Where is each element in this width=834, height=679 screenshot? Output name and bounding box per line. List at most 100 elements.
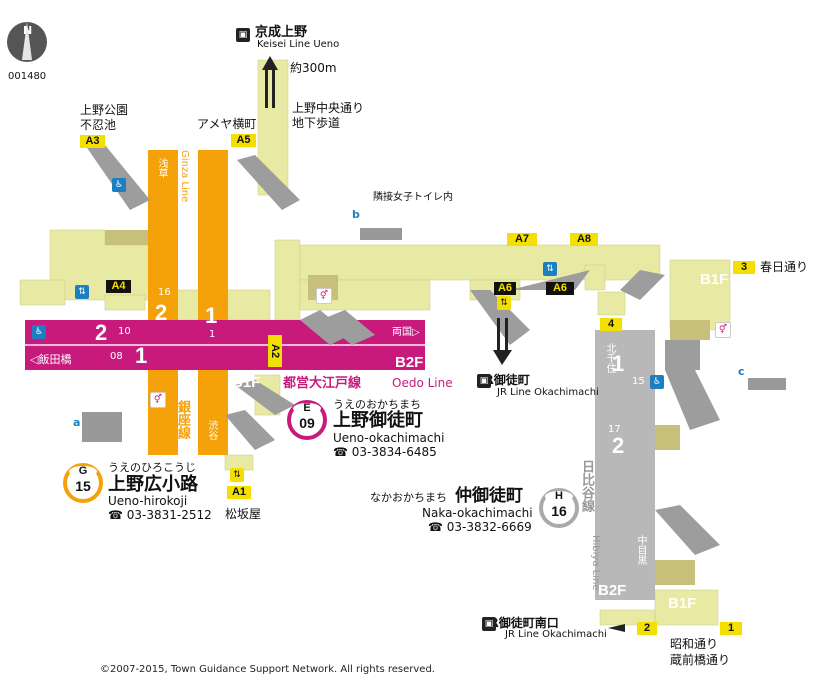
park-label-1: 上野公園 <box>80 103 129 117</box>
park-label-2: 不忍池 <box>80 118 117 132</box>
ueno-okachimachi-kana: うえのおかちまち <box>333 398 421 411</box>
hibiya-platform-1-num: 1 <box>612 351 625 376</box>
ueno-hirokoji-kana: うえのひろこうじ <box>108 461 196 474</box>
ginza-line-jp: 銀座線 <box>175 400 190 439</box>
floor-b1f-d: B1F <box>668 595 697 612</box>
exit-a2[interactable]: A2 <box>268 335 282 367</box>
naka-okachimachi-roman: Naka-okachimachi <box>422 506 533 520</box>
shibuya-label: 渋谷 <box>206 420 217 440</box>
hibiya-line-jp: 日比谷線 <box>579 460 594 512</box>
station-code-num-h: 16 <box>551 503 567 519</box>
oedo-platform-1-num: 1 <box>135 343 148 368</box>
station-code-num-e: 09 <box>299 415 315 431</box>
jr-south-en: JR Line Okachimachi <box>505 629 607 640</box>
ginza-line-en: Ginza Line <box>179 150 190 203</box>
oedo-car-10: 10 <box>118 326 131 337</box>
exit-a7[interactable]: A7 <box>507 233 537 246</box>
floor-b1f-a: B1F <box>257 221 286 238</box>
hibiya-car-17: 17 <box>608 424 621 435</box>
toilet-note: 隣接女子トイレ内 <box>373 192 453 203</box>
ginza-platform-1 <box>198 150 228 455</box>
ginza-car-16: 16 <box>158 287 171 298</box>
ueno-hirokoji-phone: ☎ 03-3831-2512 <box>108 508 212 522</box>
ginza-platform-2-num: 2 <box>155 300 168 325</box>
ueno-hirokoji-name: 上野広小路 <box>108 474 198 495</box>
station-code-num-g: 15 <box>75 478 91 494</box>
iidabashi-label: ◁飯田橋 <box>30 353 72 366</box>
copyright: ©2007-2015, Town Guidance Support Networ… <box>100 664 435 675</box>
oedo-line-jp: 都営大江戸線 <box>283 376 362 391</box>
jr-south-jp: JR御徒町南口 <box>485 616 559 630</box>
map-code: 001480 <box>8 71 47 82</box>
exit-3[interactable]: 3 <box>733 261 755 274</box>
exit-2[interactable]: 2 <box>637 622 657 635</box>
ueno-hirokoji-roman: Ueno-hirokoji <box>108 494 188 508</box>
naka-okachimachi-kana: なかおかちまち <box>370 491 447 504</box>
oedo-car-08: 08 <box>110 351 123 362</box>
floor-b1f-c: B1F <box>700 271 729 288</box>
floor-b2f-oedo: B2F <box>395 354 424 371</box>
ueno-okachimachi-name: 上野御徒町 <box>333 410 423 431</box>
hibiya-platform <box>595 330 655 600</box>
nakameguro-label: 中目黒 <box>635 535 646 565</box>
ginza-platform-1-num: 1 <box>205 303 218 328</box>
exit-a4[interactable]: A4 <box>106 280 131 293</box>
naka-okachimachi-name: 仲御徒町 <box>455 486 523 506</box>
elevator-icon: ⇅ <box>497 296 511 310</box>
ueno-okachimachi-roman: Ueno-okachimachi <box>333 431 445 445</box>
restroom-icon: ⚥ <box>150 392 166 408</box>
keisei-jp: 京成上野 <box>255 25 308 40</box>
elevator-icon: ⇅ <box>230 468 244 482</box>
jr-okachimachi-en: JR Line Okachimachi <box>497 387 599 398</box>
exit-a3[interactable]: A3 <box>80 135 105 148</box>
train-icon: ▣ <box>482 617 496 631</box>
hibiya-line-en: Hibiya Line <box>590 535 601 591</box>
chuo-label-2: 地下歩道 <box>292 116 341 130</box>
asakusa-label: 浅草 <box>156 158 167 178</box>
hibiya-car-15: 15 <box>632 376 645 387</box>
distance-label: 約300m <box>290 61 337 75</box>
facility-a-marker: a <box>73 416 81 429</box>
exit-a5[interactable]: A5 <box>231 134 256 147</box>
restroom-icon: ⚥ <box>715 322 731 338</box>
exit-a6a[interactable]: A6 <box>494 282 516 295</box>
exit-1[interactable]: 1 <box>720 622 742 635</box>
elevator-icon: ⇅ <box>75 285 89 299</box>
elevator-icon: ⇅ <box>543 262 557 276</box>
station-code-letter-g: G <box>69 466 97 477</box>
floor-b2f-hibiya: B2F <box>598 582 627 599</box>
ueno-okachimachi-phone: ☎ 03-3834-6485 <box>333 445 437 459</box>
chuo-label-1: 上野中央通り <box>292 101 365 115</box>
restroom-icon: ⚥ <box>316 288 332 304</box>
wheelchair-icon: ♿ <box>650 375 664 389</box>
station-code-letter-e: E <box>293 403 321 414</box>
floor-b1f-b: B1F <box>232 374 261 391</box>
ginza-car-1: 1 <box>209 329 216 340</box>
train-icon: ▣ <box>477 374 491 388</box>
wheelchair-icon: ♿ <box>32 325 46 339</box>
exit-a8[interactable]: A8 <box>570 233 598 246</box>
oedo-line-en: Oedo Line <box>392 376 453 390</box>
train-icon: ▣ <box>236 28 250 42</box>
exit-4[interactable]: 4 <box>600 318 622 331</box>
jr-okachimachi-jp: JR御徒町 <box>480 373 530 387</box>
showa-label-1: 昭和通り <box>670 637 719 651</box>
keisei-en: Keisei Line Ueno <box>257 39 340 50</box>
facility-c-marker: c <box>738 365 745 378</box>
oedo-platform-2-num: 2 <box>95 320 108 345</box>
wheelchair-icon: ♿ <box>112 178 126 192</box>
station-code-letter-h: H <box>545 491 573 502</box>
facility-b-marker: b <box>352 208 360 221</box>
ameyoko-label: アメヤ横町 <box>197 117 257 131</box>
north-label: N <box>23 24 33 37</box>
hibiya-platform-2-num: 2 <box>612 433 625 458</box>
showa-label-2: 蔵前橋通り <box>670 653 731 667</box>
exit-a6b[interactable]: A6 <box>546 282 574 295</box>
kitasenju-label: 北千住 <box>604 343 615 373</box>
ryogoku-label: 両国▷ <box>392 327 420 338</box>
exit-a1[interactable]: A1 <box>227 486 251 499</box>
kasuga-label: 春日通り <box>760 260 809 274</box>
naka-okachimachi-phone: ☎ 03-3832-6669 <box>428 520 532 534</box>
